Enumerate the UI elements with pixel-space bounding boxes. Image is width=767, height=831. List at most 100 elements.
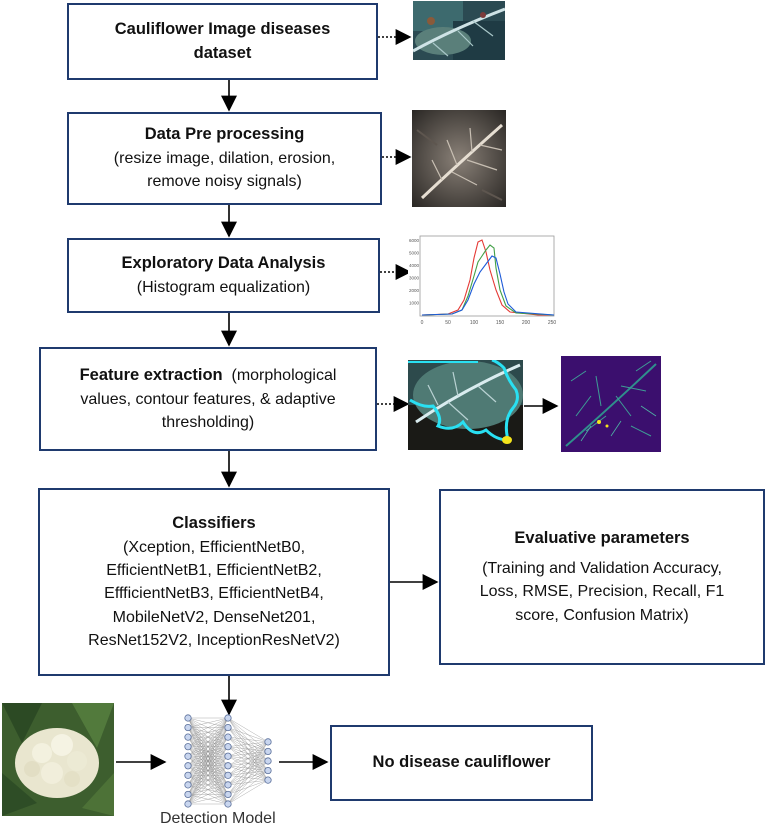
nn-connection: [227, 760, 269, 805]
histogram-y-tick: 6000: [409, 238, 420, 243]
feature-detail-line1: (morphological: [231, 366, 337, 384]
nn-connection: [187, 717, 229, 757]
feature-extraction-box: Feature extraction (morphological values…: [39, 347, 377, 451]
histogram-y-tick: 4000: [409, 263, 420, 268]
nn-connection: [227, 741, 269, 747]
nn-connection: [187, 717, 229, 728]
nn-node: [264, 776, 272, 784]
evaluation-title: Evaluative parameters: [514, 529, 690, 548]
histogram-series-green: [421, 244, 555, 316]
nn-node: [224, 743, 232, 751]
result-box: No disease cauliflower: [330, 725, 593, 801]
nn-node: [264, 766, 272, 775]
nn-connection: [227, 741, 269, 805]
histogram-y-tick: 1000: [409, 301, 420, 306]
nn-connection: [187, 765, 229, 805]
nn-connection: [227, 727, 269, 743]
nn-node: [224, 762, 232, 770]
feature-line1: Feature extraction (morphological: [80, 364, 337, 388]
nn-connection: [227, 717, 269, 743]
nn-node: [184, 781, 192, 789]
histogram-x-tick: 200: [522, 320, 531, 326]
eda-title: Exploratory Data Analysis: [121, 253, 326, 272]
classifiers-line2: EfficientNetB1, EfficientNetB2,: [106, 562, 322, 580]
nn-node: [184, 733, 192, 741]
histogram-x-tick: 0: [421, 320, 424, 326]
nn-node: [184, 800, 192, 808]
nn-connection: [187, 775, 229, 805]
nn-connection: [227, 770, 269, 805]
contour-leaf-image: [408, 360, 523, 450]
classifiers-line1: (Xception, EfficientNetB0,: [122, 538, 306, 556]
nn-connection: [227, 741, 269, 795]
classifiers-box: Classifiers (Xception, EfficientNetB0, E…: [38, 488, 390, 676]
preprocessing-title: Data Pre processing: [144, 125, 305, 144]
feature-detail-line3: thresholding): [161, 413, 255, 431]
dataset-leaf-image: [413, 1, 505, 60]
evaluation-line1: (Training and Validation Accuracy,: [482, 560, 722, 578]
nn-node: [264, 738, 272, 746]
nn-connection: [227, 741, 269, 757]
evaluation-line2: Loss, RMSE, Precision, Recall, F1: [479, 583, 725, 601]
nn-connection: [227, 779, 269, 805]
dataset-title-line2: dataset: [193, 43, 252, 62]
nn-connection: [227, 751, 269, 805]
classifiers-line3: EffficientNetB3, EfficientNetB4,: [104, 585, 324, 603]
cauliflower-photo: [2, 703, 114, 816]
evaluation-box: Evaluative parameters (Training and Vali…: [439, 489, 765, 665]
preprocessing-detail-line2: remove noisy signals): [147, 173, 302, 191]
nn-connection: [187, 717, 229, 795]
nn-node: [184, 752, 192, 760]
nn-connection: [187, 717, 229, 766]
nn-connection: [187, 737, 229, 805]
histogram-y-tick: 3000: [409, 276, 420, 281]
nn-node: [184, 762, 192, 770]
nn-node: [224, 752, 232, 760]
histogram-series-blue: [421, 255, 555, 316]
nn-node: [224, 714, 232, 722]
classifiers-line4: MobileNetV2, DenseNet201,: [112, 608, 316, 626]
threshold-heatmap-image: [561, 356, 661, 452]
nn-connection: [187, 717, 229, 747]
nn-connection: [227, 741, 269, 766]
dataset-title: Cauliflower Image diseases: [114, 19, 331, 38]
nn-connection: [187, 717, 229, 776]
feature-detail-line2: values, contour features, & adaptive: [80, 390, 336, 408]
nn-connection: [227, 736, 269, 743]
histogram-x-tick: 100: [470, 320, 479, 326]
nn-node: [224, 723, 232, 732]
histogram-y-tick: 5000: [409, 251, 420, 256]
preprocessed-leaf-image: [412, 110, 506, 207]
nn-node: [224, 790, 232, 799]
nn-node: [184, 771, 192, 779]
histogram-y-tick: 2000: [409, 288, 420, 293]
nn-node: [264, 757, 272, 765]
feature-title: Feature extraction: [79, 365, 223, 384]
nn-connection: [187, 756, 229, 805]
classifiers-line5: ResNet152V2, InceptionResNetV2): [88, 631, 340, 649]
eda-detail: (Histogram equalization): [136, 278, 311, 296]
detection-model-caption: Detection Model: [160, 810, 276, 827]
eda-box: Exploratory Data Analysis (Histogram equ…: [67, 238, 380, 313]
nn-connection: [187, 746, 229, 805]
nn-node: [224, 771, 232, 779]
dataset-box: Cauliflower Image diseases dataset: [67, 3, 378, 80]
nn-connection: [187, 784, 229, 805]
nn-node: [184, 714, 192, 722]
nn-connection: [187, 727, 229, 805]
nn-connection: [227, 741, 269, 776]
preprocessing-box: Data Pre processing (resize image, dilat…: [67, 112, 382, 205]
neural-network-icon: [184, 714, 272, 808]
nn-node: [184, 743, 192, 751]
nn-node: [264, 747, 272, 756]
nn-connection: [187, 717, 229, 738]
nn-node: [224, 733, 232, 741]
nn-connection: [187, 717, 229, 805]
nn-connection: [187, 794, 229, 805]
histogram-x-tick: 250: [548, 320, 557, 326]
classifiers-title: Classifiers: [172, 514, 256, 533]
histogram-x-tick: 150: [496, 320, 505, 326]
nn-connection: [187, 717, 229, 785]
